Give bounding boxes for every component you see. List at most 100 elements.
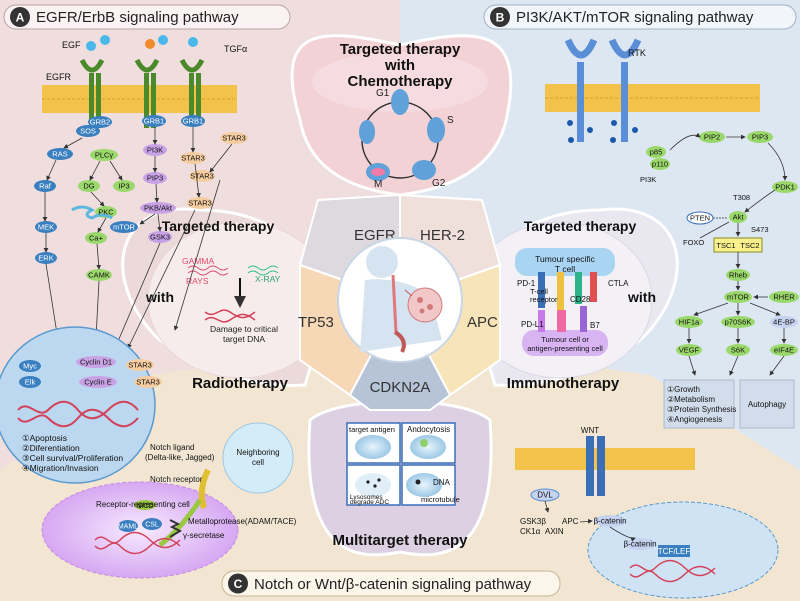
node-pdk1: PDK1: [775, 183, 795, 192]
node-akt: Akt: [733, 213, 745, 222]
notch-ligand-label-1: Notch ligand: [150, 443, 194, 452]
node-ip3: IP3: [118, 182, 129, 191]
cycle-g1: G1: [376, 88, 390, 99]
egfr-outcome-3: ③Cell survival/Proliferation: [22, 453, 123, 463]
csl-label: CSL: [145, 522, 159, 529]
radio-title-line3: Radiotherapy: [192, 375, 289, 392]
node-cycline: Cyclin E: [84, 378, 112, 387]
xray-label: X-RAY: [255, 274, 281, 284]
node-myc: Myc: [23, 362, 37, 371]
cycle-s: S: [447, 115, 454, 126]
tgf-label: TGFα: [224, 44, 247, 54]
lysosome-label-1: Lysosomes: [350, 494, 383, 501]
node-pkc: PKC: [98, 208, 114, 217]
autophagy-label: Autophagy: [748, 400, 786, 409]
panel-b-header: B PI3K/AKT/mTOR signaling pathway: [483, 4, 797, 30]
node-rher: RHER: [773, 293, 795, 302]
pd1-label: PD-1: [517, 279, 536, 288]
node-dg: DG: [83, 182, 94, 191]
notch-diagram: [41, 422, 294, 579]
rcell-label: Receptor-representing cell: [96, 500, 190, 509]
egfr-arrows: [42, 127, 233, 361]
cycle-m: M: [374, 179, 382, 190]
bcat-label-1: β-catenin: [593, 517, 626, 526]
multi-title: Multitarget therapy: [332, 532, 468, 549]
panel-c-title: Notch or Wnt/β-catenin signaling pathway: [254, 576, 532, 593]
node-raf: Raf: [39, 182, 52, 191]
ctla-label: CTLA: [608, 279, 629, 288]
panel-a-header: A EGFR/ErbB signaling pathway: [3, 4, 291, 30]
node-pi3k-b: PI3K: [640, 175, 656, 184]
node-star3f: STAR3: [136, 378, 160, 387]
immuno-title-line3: Immunotherapy: [507, 375, 620, 392]
immuno-title-line1: Targeted therapy: [524, 218, 637, 234]
gamma-label-1: GAMMA: [182, 256, 214, 266]
node-tsc2: TSC2: [740, 241, 759, 250]
node-pkb: PKB/Akt: [144, 204, 173, 213]
panel-a-letter: A: [16, 11, 25, 25]
node-grb2: GRB2: [90, 118, 110, 127]
node-pi3k-a: PI3K: [147, 146, 163, 155]
dvl-label: DVL: [537, 491, 553, 500]
apc-label: APC: [562, 517, 579, 526]
tcell-label-1: Tumour specific: [535, 254, 595, 264]
dna-label: DNA: [433, 478, 451, 487]
chemo-title-line1: Targeted therapy: [340, 41, 461, 58]
node-mtor-b: mTOR: [727, 293, 750, 302]
gene-her2: HER-2: [420, 227, 465, 244]
node-star3e: STAR3: [128, 361, 152, 370]
node-star3b: STAR3: [181, 154, 205, 163]
label-t308: T308: [733, 193, 750, 202]
radiation-illustration: [187, 265, 279, 323]
immuno-title-line2: with: [627, 289, 656, 305]
notch-ligand-label-2: (Delta-like, Jagged): [145, 453, 215, 462]
er-store: [71, 205, 113, 220]
ck-label: CK1α: [520, 527, 541, 536]
endocytosis-label: Andocytosis: [407, 425, 450, 434]
panel-c-header: C Notch or Wnt/β-catenin signaling pathw…: [221, 570, 561, 597]
node-rheb: Rheb: [729, 271, 747, 280]
node-sos: SOS: [80, 127, 96, 136]
pi3k-outcome-3: ③Protein Synthesis: [667, 405, 736, 414]
adc-panels: [346, 422, 456, 506]
damage-label-2: target DNA: [223, 334, 265, 344]
damage-label-1: Damage to critical: [210, 324, 278, 334]
node-hif1a: HIF1a: [679, 318, 700, 327]
node-p70s6k: p70S6K: [725, 318, 752, 327]
chemo-title-line2: with: [384, 57, 415, 74]
cycle-g2: G2: [432, 178, 446, 189]
node-cyclind1: Cyclin D1: [80, 358, 112, 367]
node-mtor-a: mTOR: [113, 223, 136, 232]
scissors-icon: [169, 519, 183, 538]
neighbor-label-2: cell: [252, 458, 264, 467]
node-star3a: STAR3: [222, 134, 246, 143]
microtubule-label: microtubule: [421, 495, 460, 504]
metallo-label: Metalloprotease(ADAM/TACE): [188, 517, 297, 526]
egfr-membrane: [42, 85, 237, 113]
chemo-title-line3: Chemotherapy: [347, 73, 453, 90]
tcf-label: TCF/LEF: [658, 547, 691, 556]
node-p85: p85: [650, 148, 663, 157]
node-camk: CAMK: [88, 271, 110, 280]
egfr-outcome-2: ②Diferentiation: [22, 443, 80, 453]
pi3k-outcome-4: ④Angiogenesis: [667, 415, 722, 424]
node-p110: p110: [652, 160, 668, 169]
antigen-label: target antigen: [349, 425, 395, 434]
radio-title-line2: with: [145, 289, 174, 305]
apc-label-1: Tumour cell or: [541, 335, 589, 344]
node-ras: RAS: [52, 150, 67, 159]
pi3k-nodes: [646, 131, 799, 356]
pi3k-outcome-1: ①Growth: [667, 385, 700, 394]
node-pip3-b: PIP3: [752, 133, 768, 142]
node-grb1b: GRB1: [183, 117, 203, 126]
gamma-label-2: RAYS: [186, 276, 209, 286]
egfr-receptor-label: EGFR: [46, 72, 72, 82]
gene-apc: APC: [467, 314, 498, 331]
pi3k-outcomes-box: [663, 379, 735, 429]
axin-label: AXIN: [545, 527, 564, 536]
rtk-receptors: [564, 38, 642, 143]
cd28-label: CD28: [570, 295, 591, 304]
egfr-outcome-4: ④Migration/Invasion: [22, 463, 99, 473]
node-elk: Elk: [25, 378, 36, 387]
